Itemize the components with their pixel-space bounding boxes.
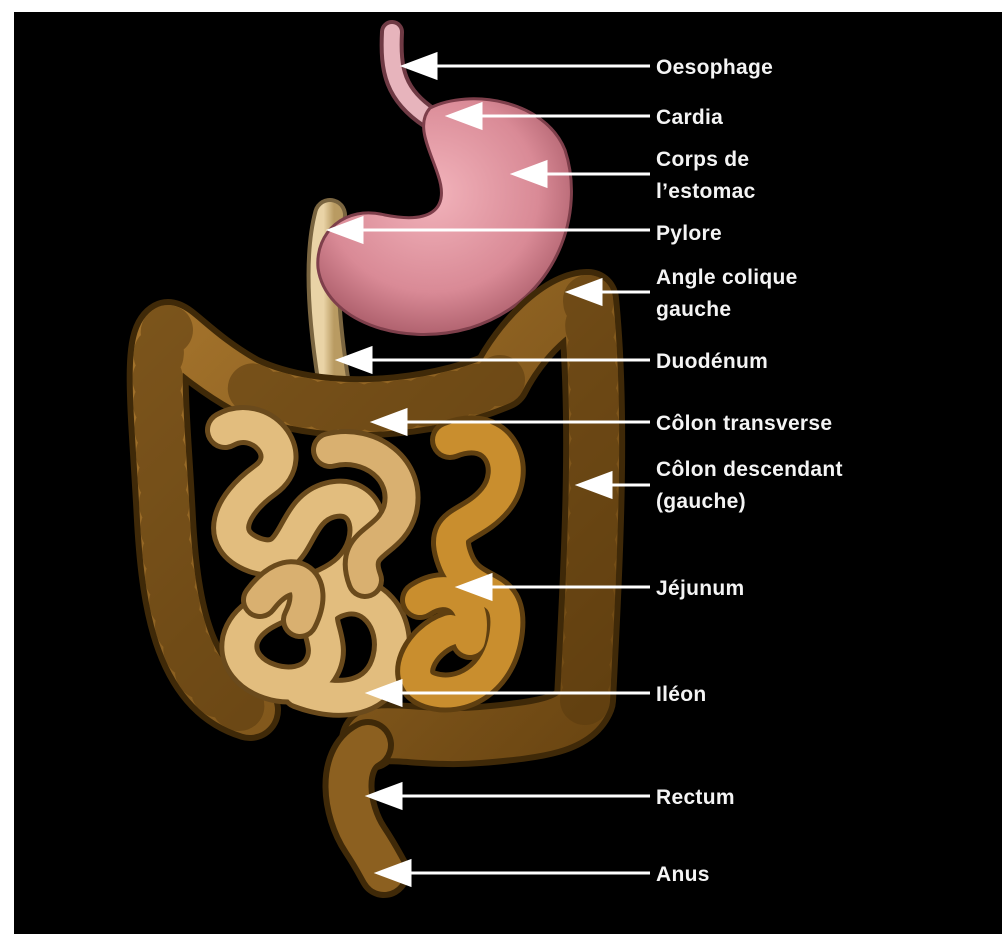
label-corps-estomac-line2: l’estomac xyxy=(656,180,756,203)
label-oesophage: Oesophage xyxy=(656,56,773,79)
small-intestine-shape xyxy=(225,425,506,698)
label-colon-transverse: Côlon transverse xyxy=(656,412,832,435)
label-jejunum: Jéjunum xyxy=(656,577,744,600)
label-colon-descendant-line1: Côlon descendant xyxy=(656,458,843,481)
label-colon-descendant-line2: (gauche) xyxy=(656,490,746,513)
label-rectum: Rectum xyxy=(656,786,735,809)
label-anus: Anus xyxy=(656,863,710,886)
label-duodenum: Duodénum xyxy=(656,350,768,373)
label-corps-estomac-line1: Corps de xyxy=(656,148,749,171)
label-angle-colique-line2: gauche xyxy=(656,298,731,321)
label-pylore: Pylore xyxy=(656,222,722,245)
label-angle-colique-line1: Angle colique xyxy=(656,266,798,289)
label-ileon: Iléon xyxy=(656,683,707,706)
label-cardia: Cardia xyxy=(656,106,723,129)
rectum-shape xyxy=(348,745,384,872)
